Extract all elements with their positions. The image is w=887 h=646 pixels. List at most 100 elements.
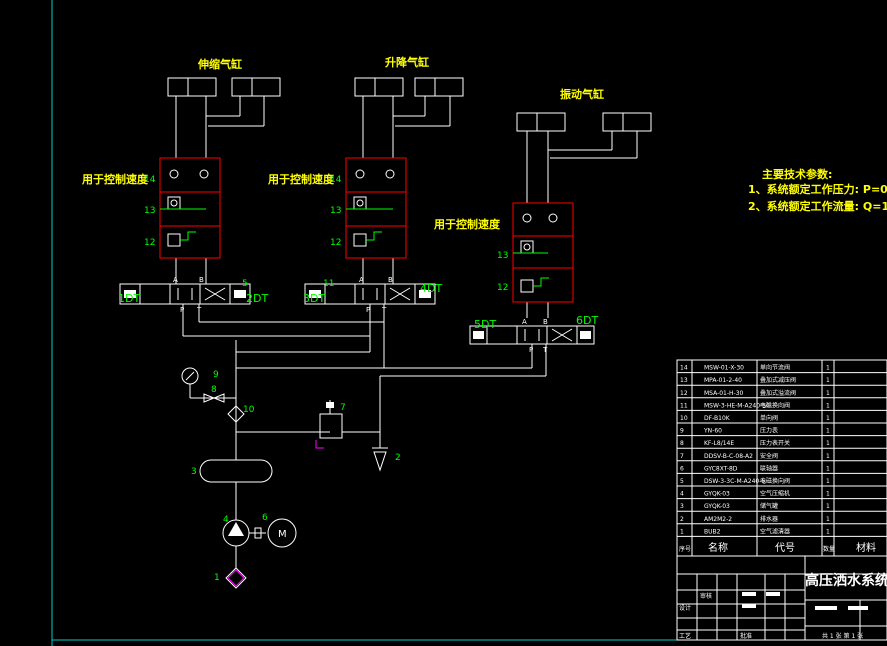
bom-cell-name: 电磁换向阀 <box>760 401 790 409</box>
bom-cell-qty: 1 <box>826 377 830 384</box>
bom-cell-no: 3 <box>680 503 684 510</box>
bom-cell-name: 排水器 <box>760 515 778 523</box>
bom-cell-no: 4 <box>680 491 684 498</box>
specs-line-1: 1、系统额定工作压力: P=0.6MPa <box>748 182 887 196</box>
bom-cell-no: 7 <box>680 453 684 460</box>
valve-num-g3-13: 13 <box>497 251 508 261</box>
cylinder-1-title: 伸缩气缸 <box>197 57 242 71</box>
bom-cell-no: 5 <box>680 478 684 485</box>
bom-cell-qty: 1 <box>826 516 830 523</box>
valve-num-g1-14: 14 <box>144 175 156 185</box>
bom-cell-qty: 1 <box>826 491 830 498</box>
bom-cell-code: DF-B10K <box>704 415 731 422</box>
bom-cell-code: DDSV-B-C-08-A2 <box>704 453 753 460</box>
bom-cell-qty: 1 <box>826 365 830 372</box>
dv2-number: 11 <box>323 279 334 289</box>
valve-num-g2-12: 12 <box>330 238 341 248</box>
solenoids <box>124 290 591 339</box>
num-4: 4 <box>223 515 229 525</box>
port-p-1: P <box>180 306 184 314</box>
bom-header-material: 材料 <box>856 541 876 554</box>
cylinder-2-title: 升降气缸 <box>385 55 429 69</box>
bom-cell-name: 电磁换向阀 <box>760 477 790 485</box>
dv2-right-label: 4DT <box>420 282 442 295</box>
bom-cell-code: AM2M2-2 <box>704 516 732 523</box>
bom-cell-name: 储气罐 <box>760 502 778 510</box>
relief-valve-magenta <box>315 440 324 449</box>
bom-cell-name: 叠加式溢流阀 <box>760 389 796 397</box>
bom-cell-code: MSW-3-HE-M-A240-50 <box>704 402 770 409</box>
port-b-2: B <box>388 276 393 284</box>
bom-cell-qty: 1 <box>826 465 830 472</box>
valve-green-lines <box>160 208 549 287</box>
speed-label-3: 用于控制速度 <box>434 217 501 231</box>
bom-cell-no: 12 <box>680 390 688 397</box>
bom-cell-no: 13 <box>680 377 688 384</box>
cylinder-1a <box>167 77 217 97</box>
bom-cell-code: DSW-3-3C-M-A240-5 <box>704 478 765 485</box>
bom-cell-code: BUB2 <box>704 528 721 535</box>
port-p-3: P <box>529 346 533 354</box>
bom-grid <box>676 359 887 641</box>
port-b-1: B <box>199 276 204 284</box>
cylinder-1b <box>231 77 281 97</box>
port-a-1: A <box>173 276 178 284</box>
dv1-right-label: 2DT <box>246 292 268 305</box>
bom-cell-name: 空气压缩机 <box>760 490 790 498</box>
dv3-right-label: 6DT <box>576 314 598 327</box>
relief-valve-spring-icon <box>326 402 334 408</box>
dv1-number: 5 <box>242 279 248 289</box>
bom-cell-qty: 1 <box>826 478 830 485</box>
bom-cell-no: 6 <box>680 465 684 472</box>
bom-cell-name: 安全阀 <box>760 452 778 460</box>
bom-cell-qty: 1 <box>826 415 830 422</box>
bom-cell-name: 联轴器 <box>760 464 778 472</box>
port-a-3: A <box>522 318 527 326</box>
bom-cell-qty: 1 <box>826 503 830 510</box>
port-t-2: T <box>381 306 387 314</box>
specs-line-2: 2、系统额定工作流量: Q=15L/min <box>748 199 887 213</box>
specs-title: 主要技术参数: <box>762 167 832 181</box>
filter-icon <box>227 569 245 587</box>
bom-header-code: 代号 <box>775 542 795 554</box>
num-7: 7 <box>340 403 346 413</box>
bom-cell-name: 单向阀 <box>760 414 778 422</box>
title-block-approve: 批准 <box>740 632 752 640</box>
valve-num-g1-13: 13 <box>144 206 155 216</box>
bom-cell-code: GYQK-03 <box>704 503 730 510</box>
bom-cell-name: 压力表开关 <box>760 439 790 447</box>
bom-cell-no: 8 <box>680 440 684 447</box>
compressor-icon <box>228 522 244 536</box>
num-6: 6 <box>262 513 268 523</box>
bom-cell-no: 11 <box>680 402 688 409</box>
sheet-info: 共 1 张 第 1 张 <box>822 632 863 640</box>
bom-cell-no: 10 <box>680 415 688 422</box>
bom-cell-code: MPA-01-2-40 <box>704 377 742 384</box>
bom-cell-qty: 1 <box>826 528 830 535</box>
valve-num-g2-14: 14 <box>330 175 342 185</box>
num-3: 3 <box>191 467 197 477</box>
bom-cell-code: KF-L8/14E <box>704 440 734 447</box>
title-block-review: 审核 <box>700 592 712 600</box>
bom-cell-code: MSA-01-H-30 <box>704 390 744 397</box>
bom-cell-qty: 1 <box>826 390 830 397</box>
num-9: 9 <box>213 370 219 380</box>
bom-header-qty: 数量 <box>823 545 835 553</box>
bom-cell-qty: 1 <box>826 402 830 409</box>
valve-num-g2-13: 13 <box>330 206 341 216</box>
valve-num-g3-12: 12 <box>497 283 508 293</box>
bom-cell-name: 单向节流阀 <box>760 364 790 372</box>
title-block-design: 设计 <box>679 604 691 612</box>
port-t-1: T <box>196 306 202 314</box>
drawing-title: 高压洒水系统 <box>805 572 887 589</box>
title-block-process: 工艺 <box>679 632 691 640</box>
port-b-3: B <box>543 318 548 326</box>
bom-cell-name: 空气滤清器 <box>760 527 790 535</box>
bom-cell-code: GYC8XT-8D <box>704 465 738 472</box>
bom-cell-name: 压力表 <box>760 427 778 435</box>
bom-header-no: 序号 <box>679 545 691 553</box>
speed-label-1: 用于控制速度 <box>82 172 149 186</box>
valve-num-g1-12: 12 <box>144 238 155 248</box>
dv1-left-label: 1DT <box>118 292 140 305</box>
